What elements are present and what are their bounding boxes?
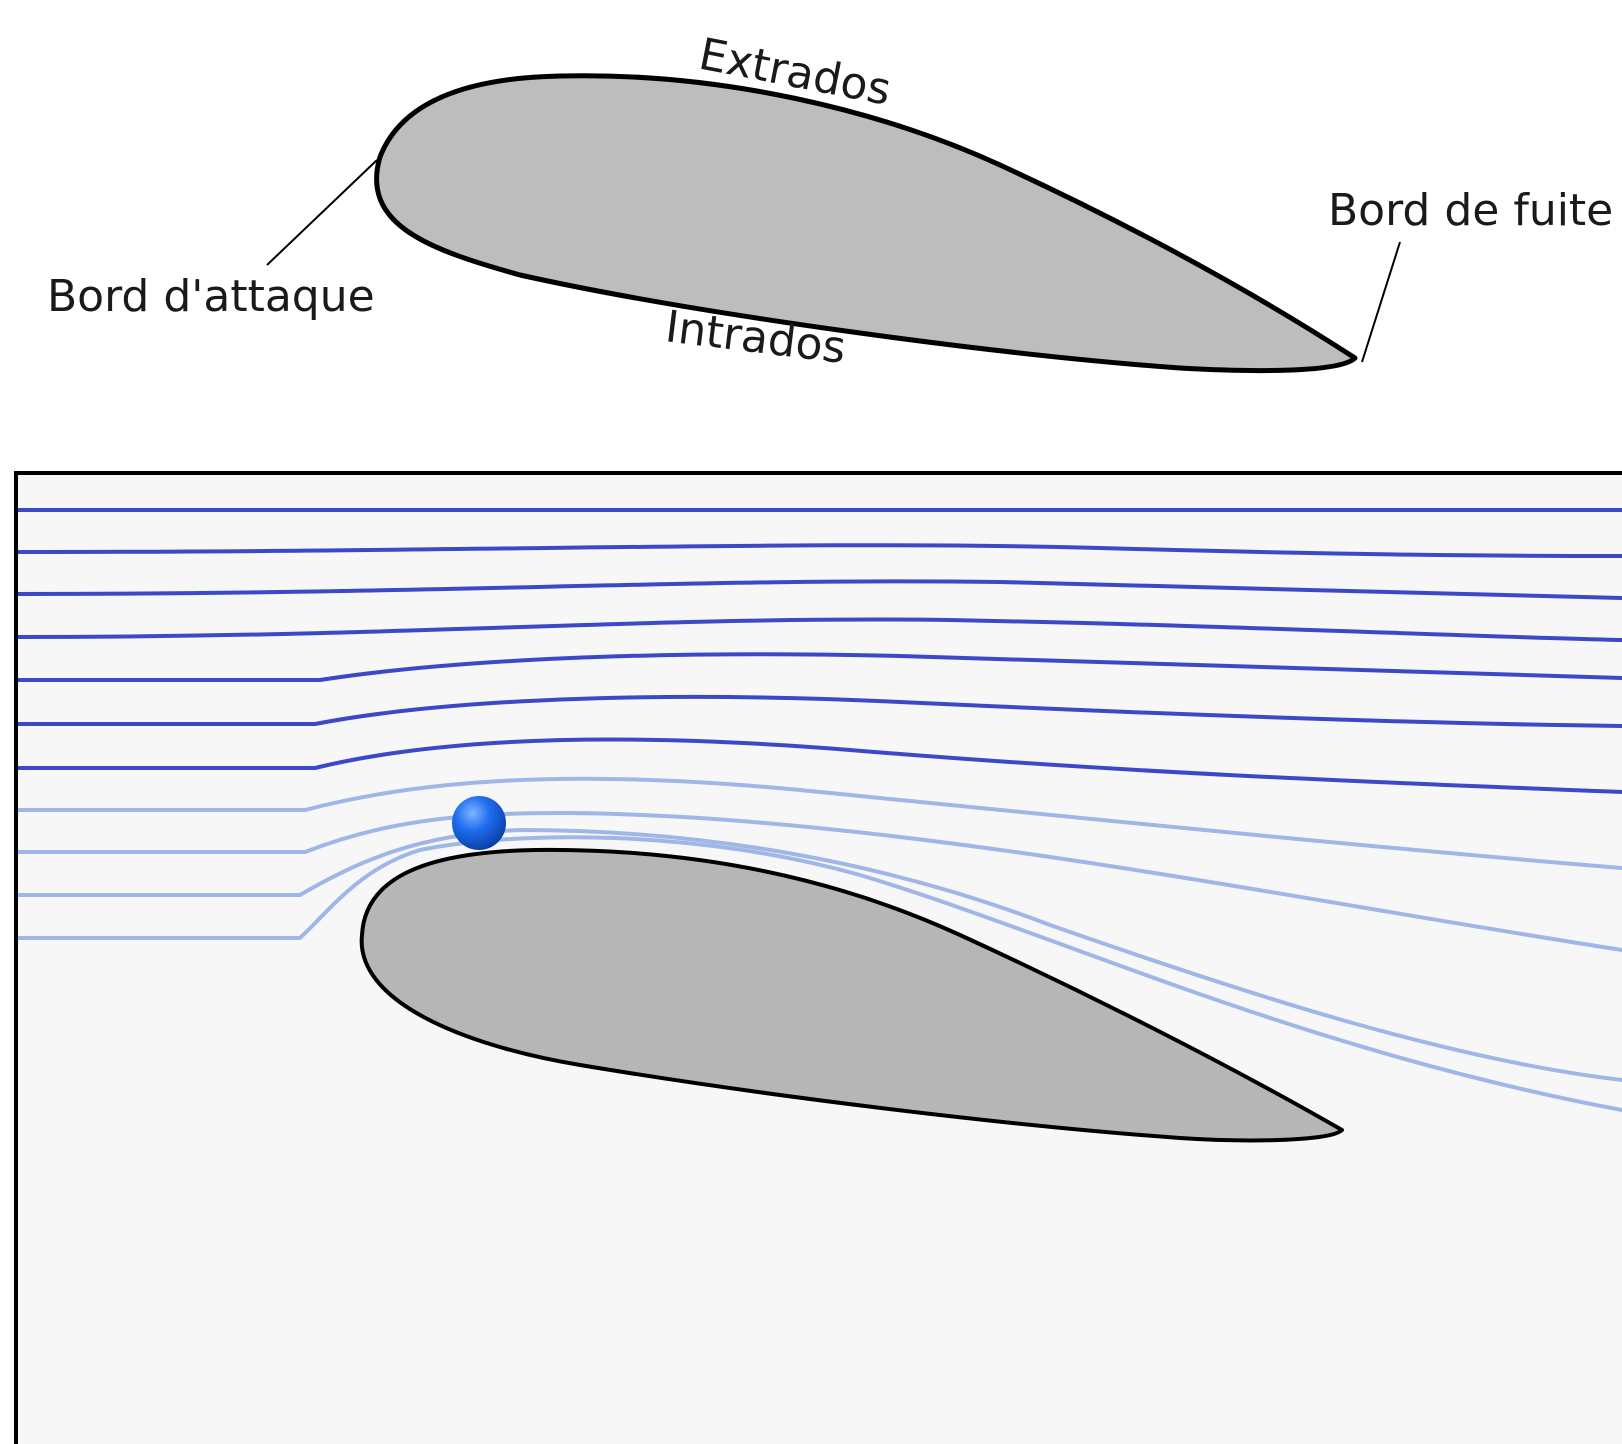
- streamline-3: [18, 579, 1622, 600]
- simulation-airfoil: [359, 847, 1344, 1143]
- trailing-edge-leader: [1361, 241, 1401, 363]
- streamline-6: [18, 694, 1622, 728]
- streamline-10: [18, 828, 1622, 1082]
- streamline-2: [18, 543, 1622, 558]
- leading-edge-leader: [266, 159, 378, 266]
- flow-simulation-panel: [14, 471, 1622, 1444]
- streamline-11: [18, 835, 1622, 1112]
- streamline-5: [18, 652, 1622, 682]
- streamline-9: [18, 811, 1622, 952]
- flow-particle: [452, 796, 506, 850]
- labelled-airfoil: Extrados Intrados Bord d'attaque Bord de…: [47, 29, 1613, 374]
- trailing-edge-label: Bord de fuite: [1328, 185, 1613, 236]
- streamline-7: [18, 737, 1622, 794]
- airfoil-profile: [374, 73, 1358, 374]
- streamline-4: [18, 617, 1622, 642]
- leading-edge-label: Bord d'attaque: [47, 271, 375, 322]
- streamlines: [18, 508, 1622, 1112]
- streamline-8: [18, 776, 1622, 870]
